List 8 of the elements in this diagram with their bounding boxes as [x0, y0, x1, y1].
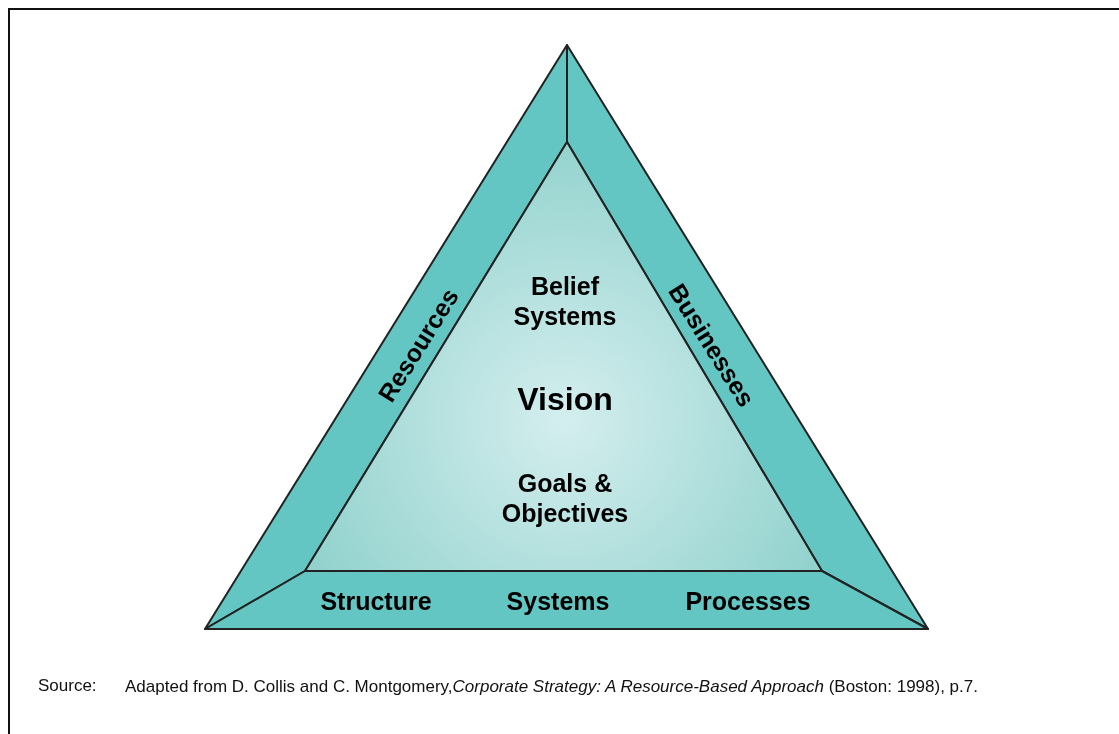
source-label: Source:	[38, 676, 97, 696]
node-label: Goals & Objectives	[500, 468, 630, 528]
center-title: Vision	[517, 379, 613, 419]
node-label: Processes	[685, 586, 811, 616]
source-citation: Adapted from D. Collis and C. Montgomery,Corporate Strategy: A Resource-Based Approach (Boston: 1998), p.7.	[125, 676, 979, 698]
node-label: Systems	[506, 586, 610, 616]
node-label: Belief Systems	[512, 271, 618, 331]
node-label: Structure	[320, 586, 432, 616]
